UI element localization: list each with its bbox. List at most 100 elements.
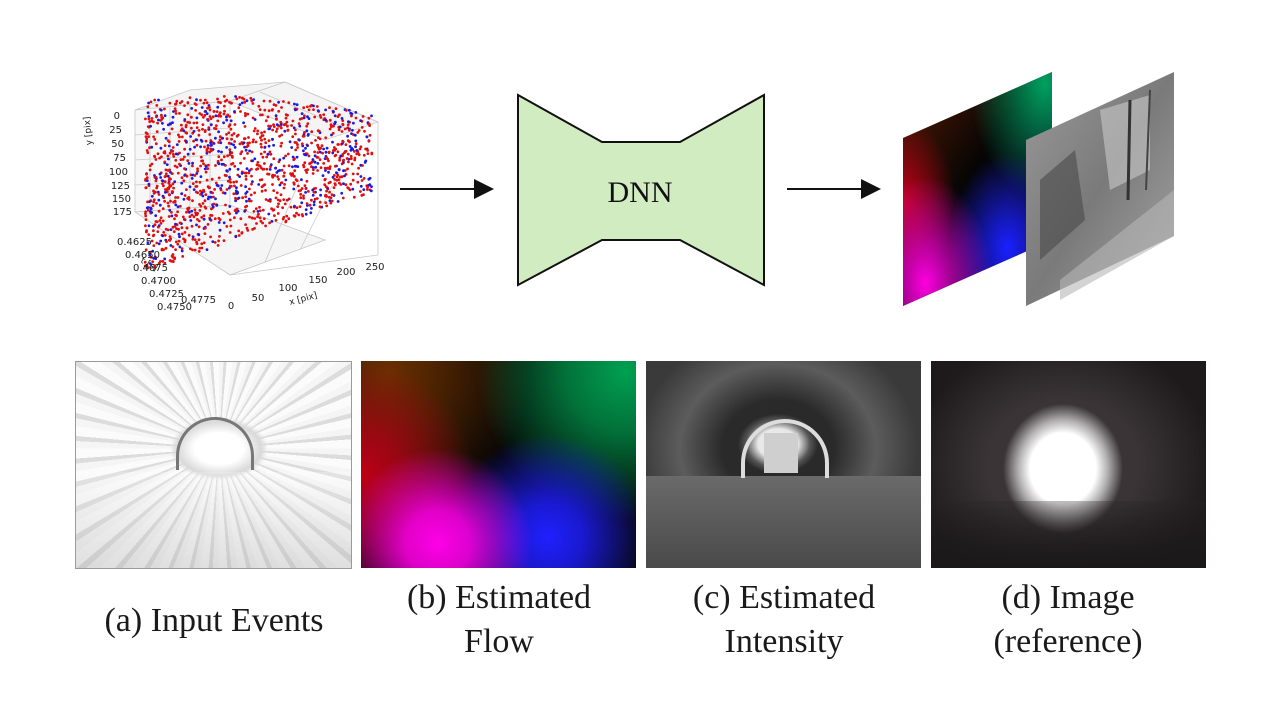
event-point	[342, 158, 345, 162]
event-point	[280, 106, 283, 109]
event-point	[202, 241, 206, 245]
event-point	[303, 114, 306, 118]
event-point	[242, 157, 246, 160]
event-point	[143, 260, 147, 264]
t-tick-label: 0.4650	[125, 250, 160, 261]
event-point	[324, 185, 328, 189]
event-point	[314, 139, 317, 142]
event-point	[293, 214, 297, 218]
event-point	[205, 101, 209, 105]
event-point	[216, 119, 220, 123]
event-point	[163, 261, 167, 265]
event-point	[155, 104, 159, 107]
event-point	[306, 144, 309, 148]
event-point	[218, 135, 222, 139]
event-point	[248, 215, 251, 219]
event-point	[186, 197, 190, 200]
event-point	[263, 130, 266, 134]
event-point	[178, 245, 182, 249]
event-point	[345, 157, 349, 160]
event-point	[197, 238, 201, 242]
caption-b-line1: (b) Estimated	[406, 579, 592, 616]
event-point	[349, 155, 353, 158]
event-point	[208, 133, 212, 136]
event-point	[204, 206, 208, 210]
event-point	[278, 183, 282, 187]
event-point	[333, 114, 337, 118]
event-point	[211, 115, 215, 119]
event-point	[178, 162, 181, 166]
event-point	[348, 145, 352, 148]
event-point	[359, 163, 363, 167]
event-point	[166, 228, 170, 232]
event-point	[188, 147, 192, 151]
event-point	[324, 194, 327, 198]
event-point	[235, 134, 239, 138]
event-point	[153, 266, 157, 269]
event-point	[200, 139, 204, 143]
event-point	[337, 178, 341, 182]
event-point	[149, 255, 153, 259]
event-point	[324, 150, 328, 154]
event-point	[359, 184, 363, 188]
event-point	[235, 211, 238, 215]
event-point	[209, 117, 213, 120]
event-point	[342, 169, 345, 173]
event-point	[168, 208, 172, 212]
event-point	[186, 152, 190, 156]
event-point	[329, 123, 333, 127]
event-point	[273, 214, 276, 218]
event-point	[251, 180, 254, 184]
event-point	[261, 134, 265, 137]
event-point	[202, 101, 206, 105]
event-point	[180, 232, 184, 236]
event-point	[190, 213, 194, 217]
event-point	[260, 131, 263, 135]
event-point	[197, 133, 201, 137]
event-point	[204, 110, 208, 113]
event-point	[304, 212, 308, 216]
event-point	[317, 147, 321, 151]
event-point	[216, 184, 220, 188]
event-point	[178, 101, 182, 105]
event-point	[350, 114, 353, 118]
event-point	[242, 121, 246, 125]
event-point	[228, 153, 232, 157]
event-point	[305, 124, 309, 128]
event-point	[180, 176, 184, 180]
event-point	[168, 101, 172, 105]
event-point	[166, 169, 170, 172]
event-point	[312, 104, 315, 108]
event-point	[279, 120, 283, 124]
event-point	[148, 120, 152, 123]
event-point	[203, 199, 207, 203]
event-point	[283, 171, 286, 175]
event-point	[194, 185, 198, 188]
event-point	[274, 114, 278, 118]
event-point	[163, 257, 167, 261]
event-point	[359, 119, 362, 122]
event-point	[337, 168, 341, 172]
event-point	[249, 193, 253, 197]
event-point	[171, 121, 174, 124]
t-ticks: 0.4625 0.4650 0.4675 0.4700 0.4725 0.475…	[117, 237, 216, 313]
event-point	[187, 233, 191, 237]
event-point	[286, 152, 290, 156]
event-point	[258, 205, 261, 209]
event-point	[190, 224, 194, 228]
event-point	[353, 158, 357, 162]
event-point	[146, 105, 150, 109]
event-point	[362, 188, 366, 192]
event-point	[267, 127, 271, 131]
event-point	[311, 158, 315, 161]
event-point	[190, 126, 193, 130]
event-point	[244, 114, 247, 118]
event-point	[150, 239, 154, 243]
event-point	[253, 191, 256, 195]
event-point	[216, 244, 220, 247]
event-point	[157, 118, 160, 122]
event-point	[217, 149, 221, 153]
event-point	[295, 103, 299, 107]
event-point	[189, 135, 193, 138]
event-point	[222, 112, 226, 116]
